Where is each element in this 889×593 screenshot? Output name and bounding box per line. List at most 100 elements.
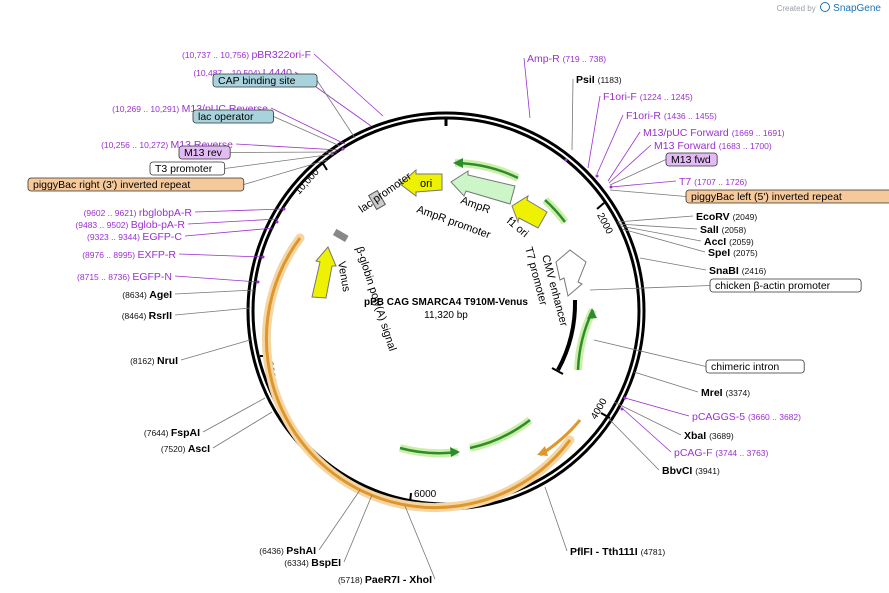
label-name: PaeR7I - XhoI — [365, 574, 432, 586]
label-m13puc-f[interactable]: M13/pUC Forward (1669 .. 1691) — [607, 127, 785, 182]
label-range: (2075) — [733, 248, 758, 258]
label-pcagf[interactable]: pCAG-F (3744 .. 3763) — [622, 408, 769, 459]
label-rsrii[interactable]: (8464) RsrII — [122, 307, 251, 322]
label-range: (10,256 .. 10,272) — [101, 140, 170, 150]
tag-text: chicken β-actin promoter — [715, 280, 831, 292]
leader-line — [619, 225, 702, 242]
label-agei[interactable]: (8634) AgeI — [122, 289, 255, 301]
label-range: (9323 .. 9344) — [87, 232, 142, 242]
label-pbr322[interactable]: (10,737 .. 10,756) pBR322ori-F — [182, 49, 384, 117]
label-range: (6436) — [259, 546, 286, 556]
label-chimeric[interactable]: chimeric intron — [593, 339, 805, 374]
label-name: rbglobpA-R — [139, 207, 193, 219]
label-bspei[interactable]: (6334) BspEI — [284, 494, 373, 569]
label-sali[interactable]: SalI (2058) — [617, 223, 746, 236]
label-range: (10,269 .. 10,291) — [112, 104, 181, 114]
leader-line — [613, 401, 682, 436]
label-name: Amp-R — [527, 53, 563, 65]
label-range: (9602 .. 9621) — [84, 208, 139, 218]
label-mrei[interactable]: MreI (3374) — [633, 371, 750, 399]
primer-label: M13/pUC Forward (1669 .. 1691) — [643, 127, 785, 139]
leader-line — [174, 275, 259, 283]
label-pcaggs5[interactable]: pCAGGS-5 (3660 .. 3682) — [624, 397, 801, 423]
label-name: BbvCI — [662, 465, 695, 477]
label-t7[interactable]: T7 (1707 .. 1726) — [610, 176, 747, 188]
label-egfpn[interactable]: (8715 .. 8736) EGFP-N — [77, 271, 259, 283]
site-label: (8162) NruI — [130, 355, 178, 367]
tag-box — [665, 152, 718, 167]
ampr-arc-arrowhead — [453, 158, 463, 168]
label-fspai[interactable]: (7644) FspAI — [144, 397, 266, 439]
lac-promoter-block — [367, 189, 387, 211]
label-range: (6334) — [284, 558, 311, 568]
label-m13fwdtag[interactable]: M13 fwd — [609, 152, 718, 186]
label-acci[interactable]: AccI (2059) — [619, 225, 754, 248]
leader-line — [178, 253, 264, 258]
ori-arrow-shape — [399, 168, 443, 197]
label-f1orir[interactable]: F1ori-R (1436 .. 1455) — [596, 110, 717, 175]
ampr-label: AmpR — [459, 195, 492, 217]
label-range: (2049) — [733, 212, 758, 222]
label-rbglob[interactable]: (9602 .. 9621) rbglobpA-R — [84, 207, 283, 219]
label-psii[interactable]: PsiI (1183) — [571, 74, 622, 151]
venus-label: Venus — [335, 260, 352, 293]
label-m13revtag[interactable]: M13 rev — [178, 145, 338, 160]
label-pflfi[interactable]: PflFI - Tth111I (4781) — [544, 486, 665, 558]
site-label: (6334) BspEI — [284, 557, 341, 569]
label-lacop[interactable]: lac operator — [192, 109, 341, 147]
label-range: (10,487 .. 10,504) — [193, 68, 262, 78]
label-asci[interactable]: (7520) AscI — [161, 411, 273, 455]
label-egfpc[interactable]: (9323 .. 9344) EGFP-C — [87, 227, 275, 243]
leader-line — [596, 114, 624, 175]
label-snabi[interactable]: SnaBI (2416) — [639, 257, 766, 277]
label-bbvci[interactable]: BbvCI (3941) — [607, 417, 720, 477]
label-range: (1683 .. 1700) — [719, 141, 772, 151]
label-exfp[interactable]: (8976 .. 8995) EXFP-R — [82, 249, 264, 261]
label-cba[interactable]: chicken β-actin promoter — [589, 278, 862, 293]
leader-line — [593, 339, 707, 367]
primer-label: T7 (1707 .. 1726) — [679, 176, 747, 188]
leader-line — [174, 289, 255, 295]
tag-text: piggyBac left (5') inverted repeat — [691, 191, 842, 203]
label-name: SnaBI — [709, 265, 742, 277]
label-name: F1ori-F — [603, 91, 640, 103]
venus-small-block — [332, 228, 349, 242]
label-name: NruI — [157, 355, 178, 367]
mark-1 — [341, 147, 345, 151]
site-label: SalI (2058) — [700, 224, 746, 236]
label-range: (8976 .. 8995) — [82, 250, 137, 260]
label-name: M13/pUC Forward — [643, 127, 732, 139]
label-m13f[interactable]: M13 Forward (1683 .. 1700) — [608, 140, 772, 184]
leader-line — [617, 223, 698, 230]
tag-box — [149, 161, 226, 176]
primer-label: M13 Forward (1683 .. 1700) — [654, 140, 772, 152]
tick-10000 — [321, 161, 328, 171]
label-pbleft[interactable]: piggyBac left (5') inverted repeat — [609, 189, 889, 204]
label-nrui[interactable]: (8162) NruI — [130, 339, 251, 367]
label-pbright[interactable]: piggyBac right (3') inverted repeat — [27, 159, 328, 192]
label-xbai[interactable]: XbaI (3689) — [613, 401, 734, 442]
label-range: (1707 .. 1726) — [694, 177, 747, 187]
tag-box — [685, 189, 889, 204]
cmv-black-arc-end — [551, 367, 564, 375]
label-spei[interactable]: SpeI (2075) — [621, 228, 758, 259]
label-ampr[interactable]: Amp-R (719 .. 738) — [523, 53, 606, 119]
leader-line — [243, 159, 328, 185]
label-name: AgeI — [149, 289, 172, 301]
label-bglob[interactable]: (9483 .. 9502) Bglob-pA-R — [75, 218, 279, 231]
f1-ori-arrow-shape — [511, 194, 548, 229]
mark-4 — [595, 174, 599, 178]
label-t3[interactable]: T3 promoter — [149, 153, 335, 176]
label-f1orif[interactable]: F1ori-F (1224 .. 1245) — [587, 91, 693, 169]
site-label: (7520) AscI — [161, 443, 210, 455]
label-paer7i[interactable]: (5718) PaeR7I - XhoI — [338, 505, 436, 586]
label-pshai[interactable]: (6436) PshAI — [259, 489, 361, 557]
label-ecorv[interactable]: EcoRV (2049) — [616, 211, 758, 223]
primer-label: F1ori-F (1224 .. 1245) — [603, 91, 693, 103]
tag-text: chimeric intron — [711, 361, 779, 373]
primer-label: (9602 .. 9621) rbglobpA-R — [84, 207, 193, 219]
label-name: PsiI — [576, 74, 598, 86]
label-m13puc-r[interactable]: (10,269 .. 10,291) M13/pUC Reverse — [112, 103, 346, 145]
label-cap[interactable]: CAP binding site — [212, 73, 356, 139]
